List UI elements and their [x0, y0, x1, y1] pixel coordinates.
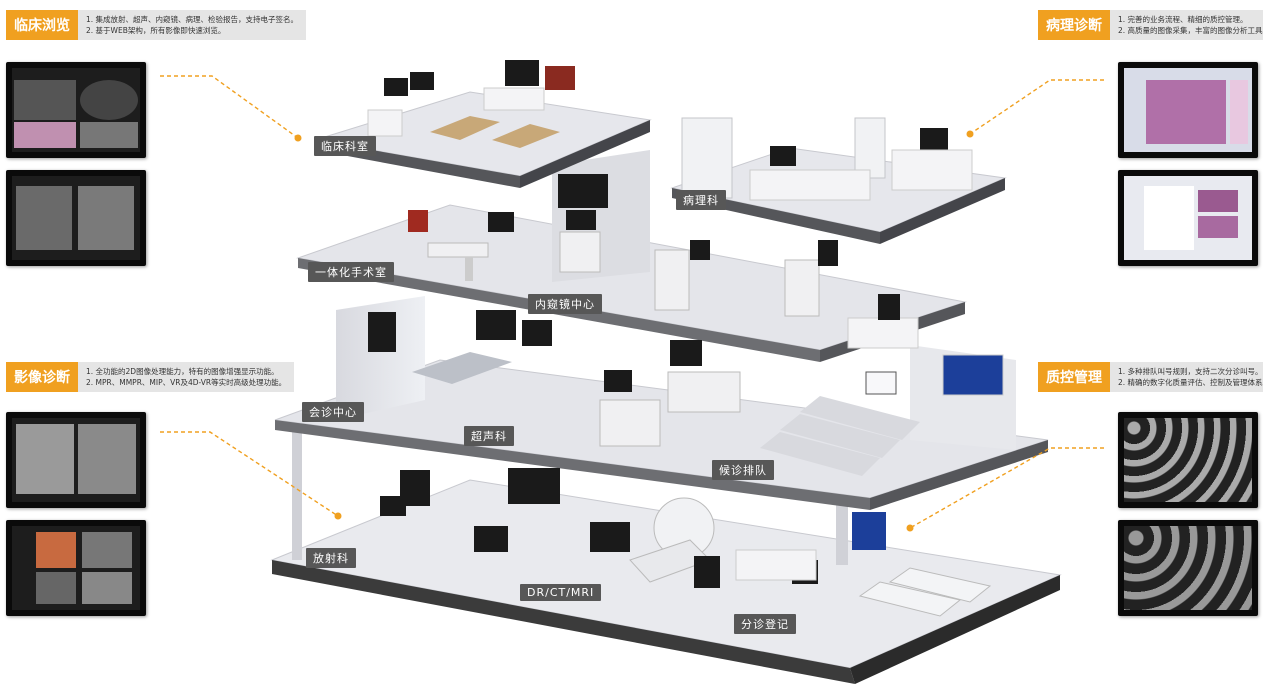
callout-note: 1. 完善的业务流程、精细的质控管理。 — [1118, 15, 1248, 24]
column — [292, 430, 302, 560]
room-label-radiology: 放射科 — [306, 548, 356, 568]
room-label-queue: 候诊排队 — [712, 460, 774, 480]
callout-note: 1. 多种排队叫号规则，支持二次分诊叫号。 — [1118, 367, 1263, 376]
imaging-diagnosis-screenshot-1 — [6, 412, 146, 508]
room-label-clinic: 临床科室 — [314, 136, 376, 156]
room-label-consult: 会诊中心 — [302, 402, 364, 422]
callout-notes: 1. 完善的业务流程、精细的质控管理。 2. 高质量的图像采集，丰富的图像分析工… — [1110, 10, 1263, 40]
column — [836, 495, 848, 565]
callout-note: 2. 精确的数字化质量评估、控制及管理体系。 — [1118, 378, 1263, 387]
callout-title: 病理诊断 — [1038, 10, 1110, 40]
callout-imaging-diagnosis: 影像诊断 1. 全功能的2D图像处理能力，特有的图像增强显示功能。 2. MPR… — [6, 362, 295, 392]
pathology-diagnosis-screenshot-2 — [1118, 170, 1258, 266]
room-label-registration: 分诊登记 — [734, 614, 796, 634]
callout-note: 2. 基于WEB架构，所有影像即快速浏览。 — [86, 26, 226, 35]
callout-note: 1. 集成放射、超声、内窥镜、病理、检验报告，支持电子签名。 — [86, 15, 299, 24]
room-label-endoscopy: 内窥镜中心 — [528, 294, 602, 314]
quality-control-screenshot-2 — [1118, 520, 1258, 616]
callout-title: 影像诊断 — [6, 362, 78, 392]
pathology-diagnosis-screenshot-1 — [1118, 62, 1258, 158]
callout-title: 质控管理 — [1038, 362, 1110, 392]
callout-note: 1. 全功能的2D图像处理能力，特有的图像增强显示功能。 — [86, 367, 279, 376]
callout-pathology-diagnosis: 病理诊断 1. 完善的业务流程、精细的质控管理。 2. 高质量的图像采集，丰富的… — [1038, 10, 1263, 40]
callout-note: 2. 高质量的图像采集，丰富的图像分析工具。 — [1118, 26, 1263, 35]
quality-control-screenshot-1 — [1118, 412, 1258, 508]
clinical-browse-screenshot-2 — [6, 170, 146, 266]
room-label-ultrasound: 超声科 — [464, 426, 514, 446]
room-label-surgery: 一体化手术室 — [308, 262, 394, 282]
clinical-browse-screenshot-1 — [6, 62, 146, 158]
callout-notes: 1. 全功能的2D图像处理能力，特有的图像增强显示功能。 2. MPR、MMPR… — [78, 362, 295, 392]
callout-notes: 1. 集成放射、超声、内窥镜、病理、检验报告，支持电子签名。 2. 基于WEB架… — [78, 10, 307, 40]
imaging-diagnosis-screenshot-2 — [6, 520, 146, 616]
room-label-pathology: 病理科 — [676, 190, 726, 210]
callout-title: 临床浏览 — [6, 10, 78, 40]
room-label-dr-ct-mri: DR/CT/MRI — [520, 584, 602, 601]
callout-notes: 1. 多种排队叫号规则，支持二次分诊叫号。 2. 精确的数字化质量评估、控制及管… — [1110, 362, 1263, 392]
callout-clinical-browse: 临床浏览 1. 集成放射、超声、内窥镜、病理、检验报告，支持电子签名。 2. 基… — [6, 10, 307, 40]
callout-quality-control: 质控管理 1. 多种排队叫号规则，支持二次分诊叫号。 2. 精确的数字化质量评估… — [1038, 362, 1263, 392]
callout-note: 2. MPR、MMPR、MIP、VR及4D-VR等实时高级处理功能。 — [86, 378, 287, 387]
queue-display-screen — [942, 354, 1004, 396]
